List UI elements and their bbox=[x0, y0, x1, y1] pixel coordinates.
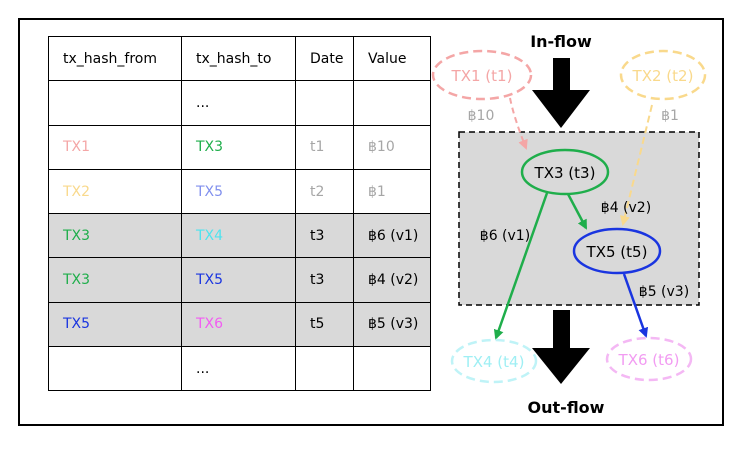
node-tx5 bbox=[572, 227, 662, 275]
outflow-arrow-icon bbox=[532, 310, 590, 384]
edge-tx3-tx5 bbox=[566, 193, 588, 230]
cell-value: ฿5 (v3) bbox=[353, 301, 431, 348]
cell-date: t5 bbox=[295, 301, 354, 348]
edge-label-tx5-tx6: ฿5 (v3) bbox=[639, 284, 689, 300]
cell-to: TX6 bbox=[181, 301, 296, 348]
transaction-table: tx_hash_from tx_hash_to Date Value ... T… bbox=[48, 35, 431, 392]
cell-value: ฿1 bbox=[353, 168, 431, 215]
cell-to: TX5 bbox=[181, 168, 296, 215]
node-tx4-label: TX4 (t4) bbox=[463, 353, 525, 371]
cell-to: ... bbox=[181, 346, 296, 392]
node-tx1-label: TX1 (t1) bbox=[451, 67, 513, 85]
node-tx6-label: TX6 (t6) bbox=[618, 351, 680, 369]
figure-frame bbox=[18, 18, 724, 426]
node-tx6 bbox=[605, 336, 693, 382]
edge-label-tx2-tx5: ฿1 bbox=[661, 108, 679, 124]
edge-tx1-tx3 bbox=[509, 97, 528, 150]
cell-date: t3 bbox=[295, 257, 354, 303]
cell-date bbox=[295, 346, 354, 392]
cell-to: TX3 bbox=[181, 124, 296, 170]
node-tx1 bbox=[431, 49, 533, 101]
cell-to: TX4 bbox=[181, 213, 296, 259]
cell-date: t2 bbox=[295, 168, 354, 215]
cell-date: t1 bbox=[295, 124, 354, 170]
table-row: TX2 TX5 t2 ฿1 bbox=[48, 168, 431, 215]
node-tx2 bbox=[619, 49, 707, 101]
node-tx3 bbox=[520, 148, 610, 196]
table-row: ... bbox=[48, 346, 431, 392]
edge-label-tx3-tx4: ฿6 (v1) bbox=[480, 228, 530, 244]
cell-value: ฿6 (v1) bbox=[353, 213, 431, 259]
cell-value: ฿10 bbox=[353, 124, 431, 170]
edge-label-tx1-tx3: ฿10 bbox=[468, 108, 495, 124]
cell-value bbox=[353, 346, 431, 392]
table-header-row: tx_hash_from tx_hash_to Date Value bbox=[48, 35, 431, 82]
cell-date bbox=[295, 80, 354, 126]
edge-tx5-tx6 bbox=[622, 273, 649, 338]
table-row: TX1 TX3 t1 ฿10 bbox=[48, 124, 431, 170]
cell-from: TX2 bbox=[48, 168, 182, 215]
edge-label-tx3-tx5: ฿4 (v2) bbox=[601, 200, 651, 216]
edge-tx3-tx4 bbox=[493, 192, 549, 340]
table-row-highlighted: TX3 TX4 t3 ฿6 (v1) bbox=[48, 213, 431, 259]
cell-from: TX5 bbox=[48, 301, 182, 348]
table-row-highlighted: TX3 TX5 t3 ฿4 (v2) bbox=[48, 257, 431, 303]
cell-date: t3 bbox=[295, 213, 354, 259]
table-row-highlighted: TX5 TX6 t5 ฿5 (v3) bbox=[48, 301, 431, 348]
node-tx4 bbox=[450, 338, 538, 384]
header-tx-hash-to: tx_hash_to bbox=[181, 35, 296, 82]
cell-from: TX3 bbox=[48, 257, 182, 303]
inflow-label: In-flow bbox=[530, 32, 592, 51]
node-tx3-label: TX3 (t3) bbox=[534, 164, 596, 182]
inflow-arrow-icon bbox=[532, 58, 590, 128]
outflow-label: Out-flow bbox=[528, 398, 605, 417]
edge-tx2-tx5 bbox=[620, 104, 653, 226]
cell-value: ฿4 (v2) bbox=[353, 257, 431, 303]
node-tx2-label: TX2 (t2) bbox=[632, 67, 694, 85]
cell-from: TX3 bbox=[48, 213, 182, 259]
cell-from bbox=[48, 346, 182, 392]
node-tx5-label: TX5 (t5) bbox=[586, 243, 648, 261]
